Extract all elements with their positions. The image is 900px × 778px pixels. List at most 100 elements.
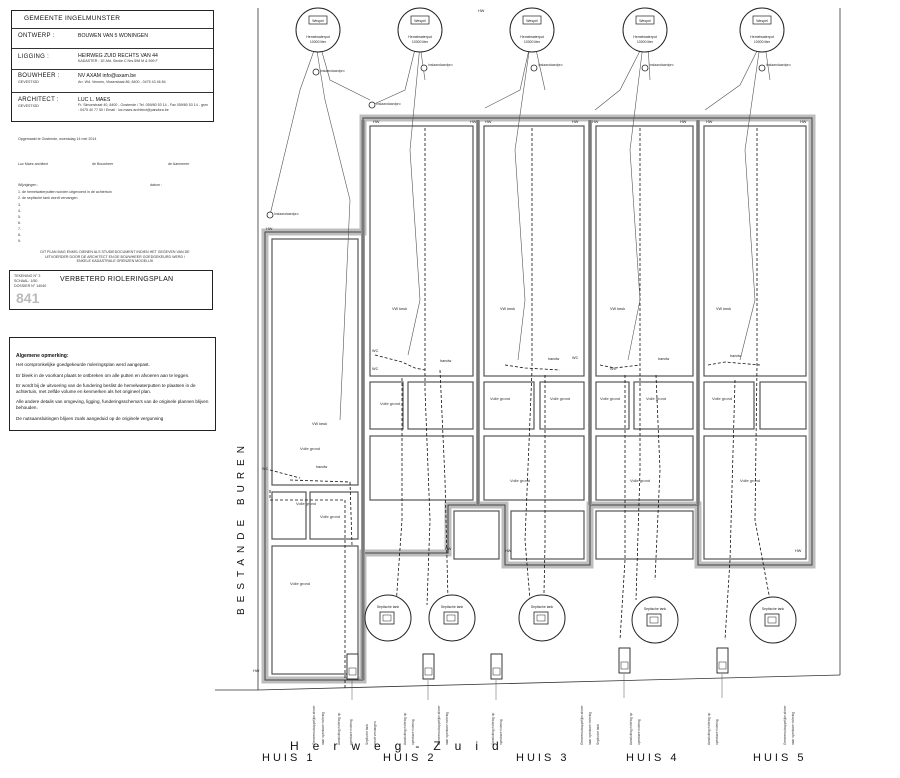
street-label: Herweg-Zuid [290,739,513,753]
datum-label: datum : [150,183,162,187]
svg-text:HW: HW [795,549,802,553]
svg-text:HW: HW [680,120,687,124]
svg-text:HW: HW [478,9,485,13]
svg-text:Aansluiting riolering op: Aansluiting riolering op [403,713,407,745]
ligging-sub: KADASTER : 1E Afd. Sectie C Nrs.598 M & … [78,59,158,63]
svg-text:Volle grond: Volle grond [646,396,666,401]
svg-text:HW: HW [485,120,492,124]
svg-text:Volle grond: Volle grond [550,396,570,401]
svg-text:HW: HW [445,547,452,551]
svg-text:Gemeenschappelijke afvoer: Gemeenschappelijke afvoer [437,705,441,745]
svg-text:Gemeenschappelijke afvoer: Gemeenschappelijke afvoer [783,705,787,745]
architect-value: LUC L. MAES [78,97,111,103]
tekening: TEKENING N° 3 [14,274,41,278]
bouwheer-value: NV AXAM info@axam.be [78,73,137,79]
house-label-1: HUIS 1 [262,752,316,764]
note-heading: Algemene opmerking: [16,353,69,359]
note-p2: Er bleek in de voorkant plaats te ontbre… [16,372,190,378]
svg-text:HW: HW [373,120,380,124]
municipality: GEMEENTE INGELMUNSTER [24,15,121,22]
svg-text:10000 liter: 10000 liter [754,40,771,44]
svg-text:3.: 3. [18,203,21,207]
svg-text:10000 liter: 10000 liter [310,40,327,44]
bouwheer-sub-label: GEVESTIGD [18,80,39,84]
signature-architect: Luc Maes architect [18,162,49,166]
ligging-value: HEIRWEG ZUID RECHTS VAN 44 [78,53,158,59]
svg-text:Wespel: Wespel [526,19,538,23]
svg-text:10000 liter: 10000 liter [412,40,429,44]
svg-text:Volle grond: Volle grond [490,396,510,401]
svg-text:Septische tank: Septische tank [441,605,464,609]
schaal: SCHAAL: 1/50 [14,279,38,283]
wijziging-2: 2. de septische tank wordt vervangen [18,196,78,200]
svg-text:WC: WC [372,349,379,353]
svg-text:VW keuk: VW keuk [392,307,407,311]
svg-text:8.: 8. [18,233,21,237]
ontwerp-label: ONTWERP : [18,33,55,39]
svg-text:4.: 4. [18,209,21,213]
house-label-2: HUIS 2 [383,752,437,764]
svg-text:Volle grond: Volle grond [740,478,760,483]
architect-sub: Fr. Simonstraat 40, 8400 - Oostende / Te… [78,103,208,112]
note-p1: Het oorspronkelijke goedgekeurde rioleri… [16,362,150,367]
note-p3: Er wordt bij de uitvoering van de funder… [16,383,196,394]
svg-text:10000 liter: 10000 liter [524,40,541,44]
drawing-number-box: TEKENING N° 3 SCHAAL: 1/50 DOSSIER N° 14… [9,270,213,310]
svg-text:WC: WC [372,367,379,371]
svg-text:Wespel: Wespel [639,19,651,23]
svg-text:Inslaandaardpro: Inslaandaardpro [538,63,563,67]
svg-text:Volle grond: Volle grond [380,401,400,406]
svg-text:Aansluiting riolering op: Aansluiting riolering op [337,713,341,745]
svg-text:Aansluiting riolering op: Aansluiting riolering op [707,713,711,745]
svg-text:Septische tank: Septische tank [762,607,785,611]
svg-text:Volle grond: Volle grond [510,478,530,483]
svg-text:Inslaandaardpro: Inslaandaardpro [320,69,345,73]
svg-text:handw: handw [316,465,327,469]
svg-text:naar openbare riolering: naar openbare riolering [321,712,325,745]
svg-text:VW keuk: VW keuk [610,307,625,311]
svg-text:Aansluiting riolering op: Aansluiting riolering op [491,713,495,745]
svg-text:naar openbare riolering: naar openbare riolering [588,712,592,745]
svg-text:openbare riolering: openbare riolering [637,719,641,745]
dossier: DOSSIER N° 14040 [14,284,47,288]
house-label-3: HUIS 3 [516,752,570,764]
architect-label: ARCHITECT : [18,97,59,103]
svg-text:Gemeenschappelijke afvoer: Gemeenschappelijke afvoer [312,705,316,745]
svg-text:HW: HW [572,120,579,124]
room-label-h1a: Volle grond [296,501,316,506]
svg-text:wordt vervangen: wordt vervangen [373,721,377,745]
signature-aannemer: de Aannemer [168,162,190,166]
neighbours-label: BESTANDE BUREN [236,440,247,615]
bouwheer-label: BOUWHEER : [18,73,60,79]
svg-text:WC: WC [572,356,579,360]
svg-text:HW: HW [470,120,477,124]
svg-text:openbare riolering: openbare riolering [715,719,719,745]
svg-text:HW: HW [266,227,273,231]
svg-text:Hemelwaterput: Hemelwaterput [520,35,544,39]
note-p5: De nutsaansluitingen blijven zoals aange… [16,415,164,421]
house-label-5: HUIS 5 [753,752,807,764]
svg-text:Hemelwaterput: Hemelwaterput [408,35,432,39]
svg-text:Inslaandaardpro: Inslaandaardpro [428,63,453,67]
svg-text:VW keuk: VW keuk [500,307,515,311]
svg-text:handw: handw [730,354,741,358]
bouwheer-sub: Arr. Wd. Vennes, Vissersbaai 86, 8400 - … [78,80,166,84]
svg-text:HW: HW [253,669,260,673]
svg-text:VW keuk: VW keuk [716,307,731,311]
room-label-h1d: Volle grond [300,446,320,451]
svg-text:VW keuk: VW keuk [312,422,327,426]
disclaimer: DIT PLAN MAG ENKEL DIENEN ALS STUDIEDOCU… [40,250,190,264]
svg-text:HW: HW [706,120,713,124]
svg-text:Inslaandaardpro: Inslaandaardpro [766,63,791,67]
svg-text:Hemelwaterput: Hemelwaterput [306,35,330,39]
svg-text:WC: WC [610,367,617,371]
place-date: Opgemaakt te Oostende, woensdag 14 mei 2… [18,137,97,141]
room-label-h1c: Volle grond [290,581,310,586]
svg-text:Aansluiting riolering op: Aansluiting riolering op [629,713,633,745]
note-p4: Alle andere details van omgeving, liggin… [16,399,209,410]
drawing-title: VERBETERD RIOLERINGSPLAN [60,276,174,283]
room-label-h1b: Volle grond [320,514,340,519]
svg-text:WC: WC [262,467,269,471]
